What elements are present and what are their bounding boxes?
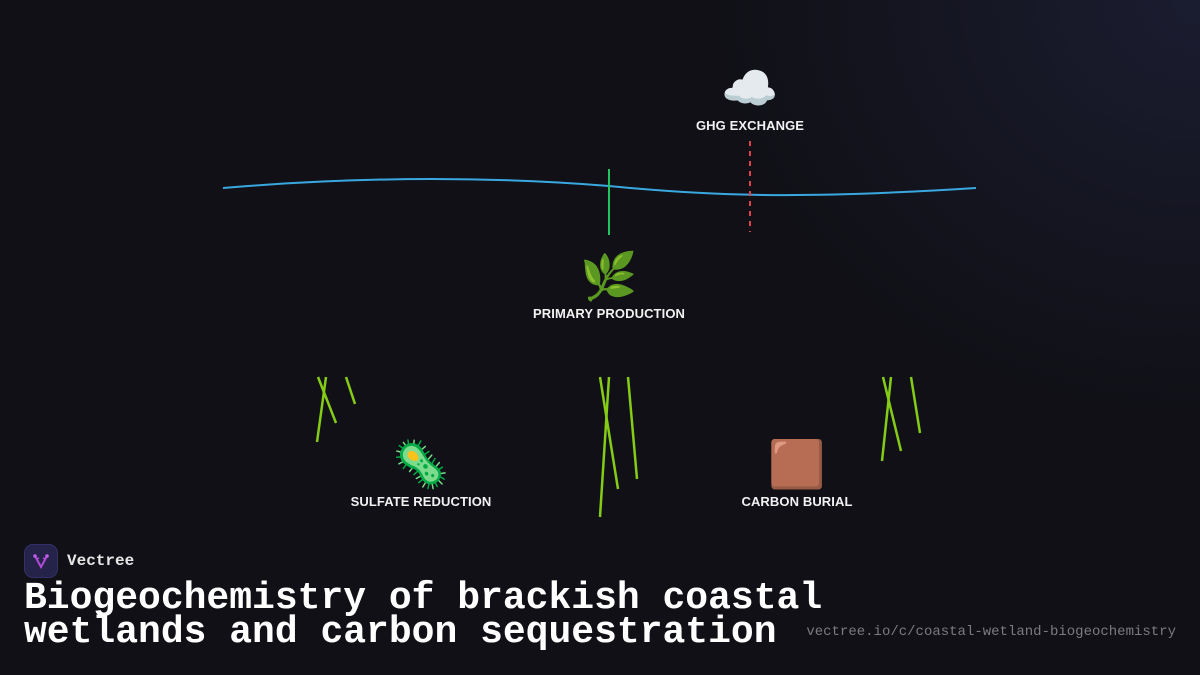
node-label: SULFATE REDUCTION (350, 494, 492, 509)
page-title: Biogeochemistry of brackish coastal wetl… (24, 577, 823, 654)
water-surface-line (222, 177, 977, 197)
source-url[interactable]: vectree.io/c/coastal-wetland-biogeochemi… (806, 624, 1176, 640)
node-label: CARBON BURIAL (741, 494, 853, 509)
node-ghg-exchange[interactable]: ☁️ GHG EXCHANGE (696, 62, 804, 133)
reed-cluster-left (315, 376, 357, 443)
microbe-icon: 🦠 (392, 438, 450, 490)
brand-name: Vectree (67, 552, 135, 570)
brown-square-icon: 🟫 (768, 438, 826, 490)
node-label: PRIMARY PRODUCTION (532, 306, 686, 321)
node-label: GHG EXCHANGE (695, 118, 805, 133)
node-sulfate-reduction[interactable]: 🦠 SULFATE REDUCTION (351, 438, 492, 509)
node-carbon-burial[interactable]: 🟫 CARBON BURIAL (741, 438, 852, 509)
cloud-icon: ☁️ (721, 62, 779, 114)
reed-cluster-right (880, 376, 922, 462)
herb-icon: 🌿 (580, 250, 638, 302)
brand: Vectree (24, 544, 134, 578)
node-primary-production[interactable]: 🌿 PRIMARY PRODUCTION (533, 250, 685, 321)
reed-cluster-center (598, 376, 639, 518)
vectree-logo-icon (24, 544, 58, 578)
